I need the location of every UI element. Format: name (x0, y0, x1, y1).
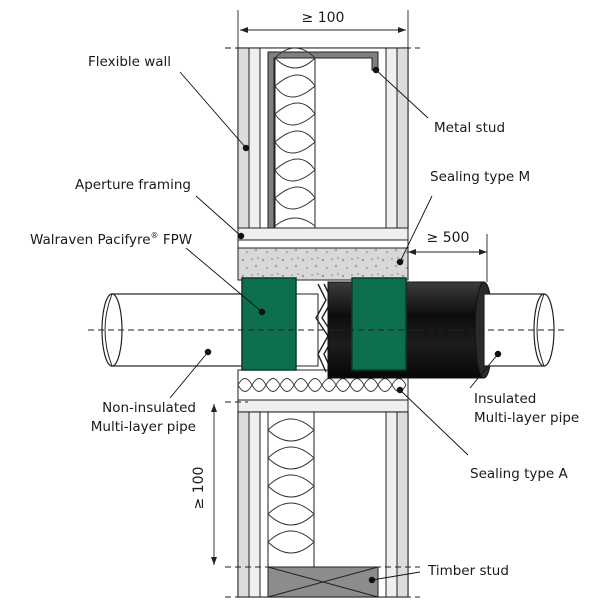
leader-sealing-a (399, 389, 469, 456)
dot-non-insulated (204, 348, 212, 356)
leader-sealing-m (399, 195, 433, 263)
dim-insulation-length: ≥ 500 (408, 230, 488, 282)
upper-insulation (274, 47, 316, 229)
leader-pacifyre (185, 247, 263, 313)
flexible-wall-upper (237, 47, 409, 229)
leader-flexible-wall (179, 71, 247, 149)
label-insulated-1: Insulated (474, 391, 536, 407)
dot-aperture-framing (237, 232, 245, 240)
label-aperture-framing: Aperture framing (75, 177, 191, 193)
dim-stud-spacing: ≥ 100 (191, 401, 420, 568)
dot-insulated (494, 350, 502, 358)
lower-insulation (267, 411, 315, 568)
dim-stud-spacing-label: ≥ 100 (191, 467, 207, 510)
aperture-framing-top (237, 227, 409, 249)
dim-wall-width: ≥ 100 (225, 10, 420, 49)
label-sealing-type-a: Sealing type A (470, 466, 569, 482)
leader-aperture-framing (195, 195, 242, 237)
leader-insulated (469, 353, 499, 389)
dot-sealing-m (396, 258, 404, 266)
dot-timber-stud (368, 576, 376, 584)
dot-sealing-a (396, 386, 404, 394)
pacifyre-fpw-collar-right (351, 277, 407, 371)
label-metal-stud: Metal stud (434, 120, 505, 136)
dim-insulation-length-label: ≥ 500 (427, 230, 470, 246)
timber-stud (267, 566, 379, 598)
label-flexible-wall: Flexible wall (88, 54, 171, 70)
dim-wall-width-label: ≥ 100 (302, 10, 345, 26)
dot-pacifyre (258, 308, 266, 316)
flexible-wall-lower (237, 411, 409, 598)
dot-metal-stud (372, 66, 380, 74)
aperture-framing-bottom (237, 399, 409, 413)
label-non-insulated-1: Non-insulated (102, 400, 196, 416)
label-timber-stud: Timber stud (427, 563, 509, 579)
dot-flexible-wall (242, 144, 250, 152)
leader-metal-stud (375, 69, 429, 119)
leader-non-insulated (169, 351, 209, 399)
pipe-break (315, 283, 329, 373)
label-insulated-2: Multi-layer pipe (474, 410, 579, 426)
label-non-insulated-2: Multi-layer pipe (91, 419, 196, 435)
label-walraven-pacifyre: Walraven Pacifyre® FPW (30, 231, 192, 248)
pacifyre-fpw-collar-left (241, 277, 297, 371)
leader-timber-stud (371, 571, 421, 581)
sealing-type-m (237, 247, 409, 281)
label-sealing-type-m: Sealing type M (430, 169, 530, 185)
